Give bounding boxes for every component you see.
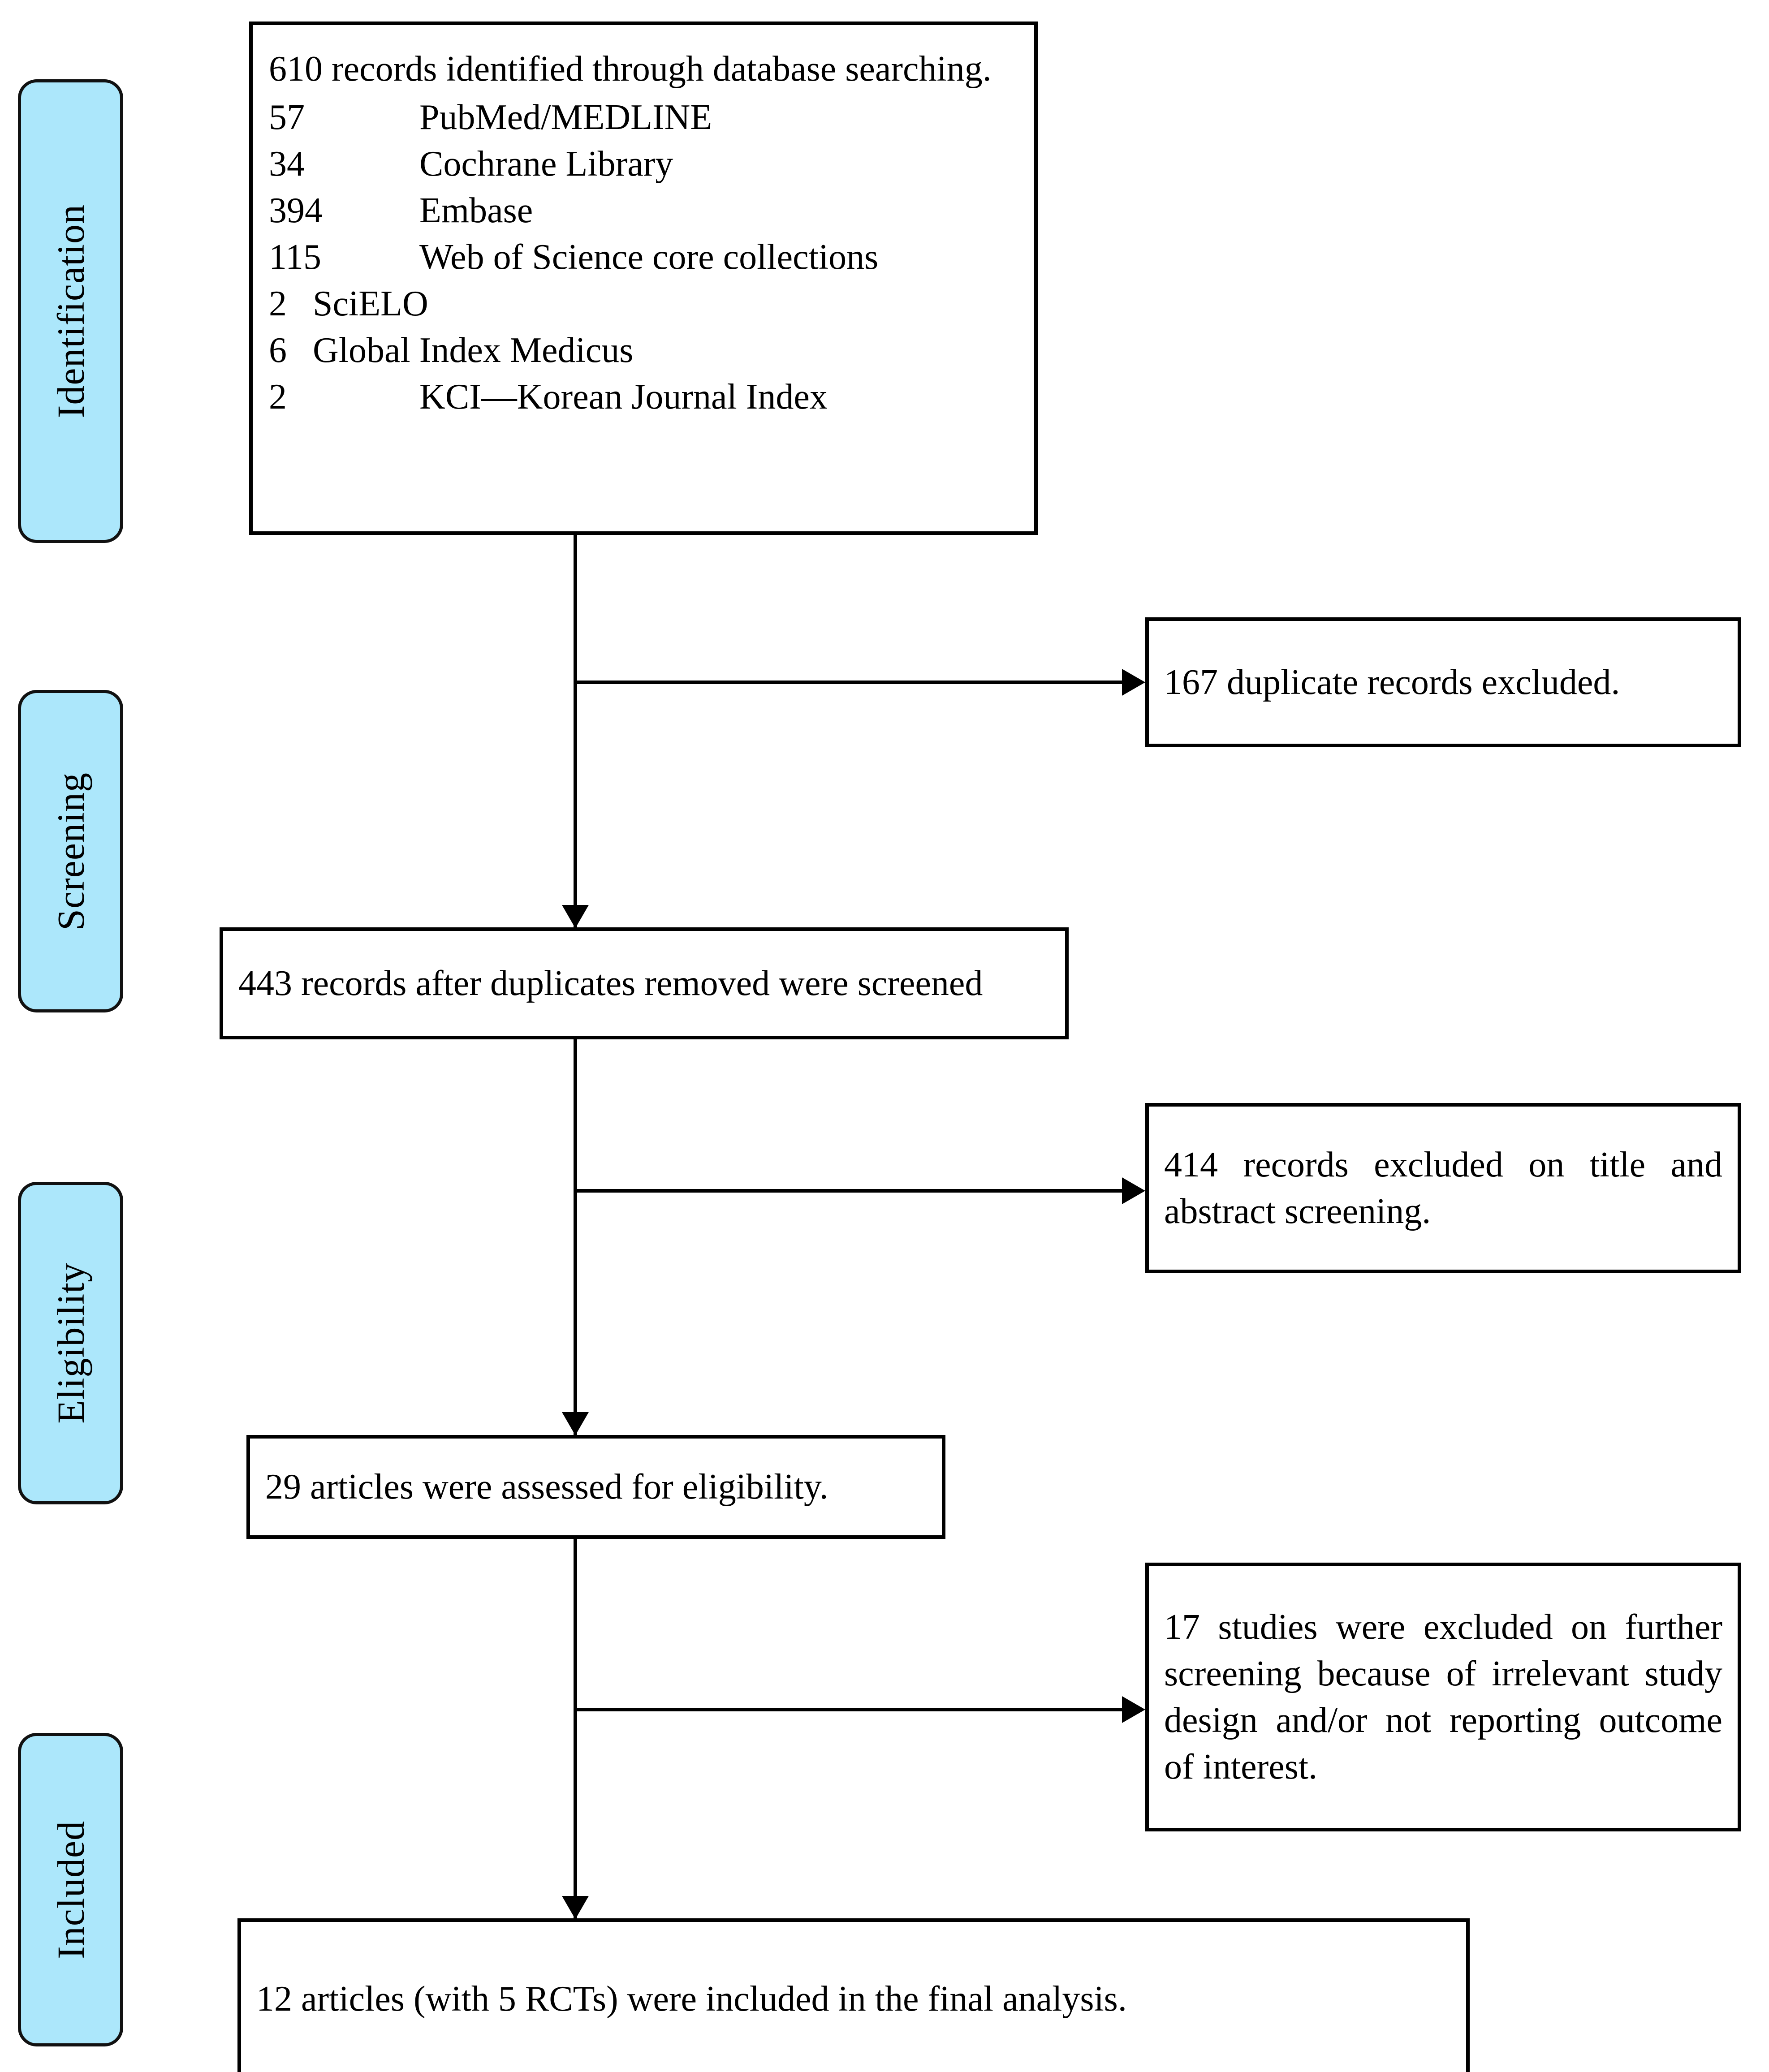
source-row: 2 KCI—Korean Journal Index <box>269 374 1034 420</box>
source-row: 115 Web of Science core collections <box>269 234 1034 280</box>
connector-to-duplicates-excluded <box>574 681 1125 684</box>
stage-box-included: Included <box>18 1733 123 2046</box>
stage-box-identification: Identification <box>18 79 123 543</box>
stage-box-screening: Screening <box>18 690 123 1012</box>
connector-to-further-excluded <box>574 1708 1125 1711</box>
articles-assessed-text: 29 articles were assessed for eligibilit… <box>265 1467 828 1507</box>
records-screened-text: 443 records after duplicates removed wer… <box>238 964 983 1003</box>
arrowhead-to-title-abstract-excluded <box>1122 1177 1145 1204</box>
arrowhead-to-further-excluded <box>1122 1696 1145 1723</box>
source-row: 394 Embase <box>269 187 1034 234</box>
arrowhead-to-records-screened <box>562 905 589 928</box>
arrowhead-to-articles-assessed <box>562 1412 589 1435</box>
stage-label-eligibility: Eligibility <box>49 1262 92 1424</box>
source-name: Global Index Medicus <box>313 331 634 370</box>
connector-screening-to-eligibility <box>574 1038 577 1437</box>
further-excluded-text: 17 studies were excluded on further scre… <box>1164 1607 1722 1787</box>
node-records-screened: 443 records after duplicates removed wer… <box>220 927 1069 1039</box>
included-final-text: 12 articles (with 5 RCTs) were included … <box>256 1979 1127 2019</box>
source-count: 115 <box>269 237 322 277</box>
records-identified-heading: 610 records identified through database … <box>269 49 992 89</box>
source-count: 2 <box>269 284 287 323</box>
source-name: Embase <box>419 191 533 230</box>
source-name: KCI—Korean Journal Index <box>419 377 828 417</box>
source-row: 57 PubMed/MEDLINE <box>269 94 1034 141</box>
node-further-excluded: 17 studies were excluded on further scre… <box>1145 1563 1741 1831</box>
source-name: Web of Science core collections <box>419 237 879 277</box>
source-count: 34 <box>269 144 305 184</box>
source-name: PubMed/MEDLINE <box>419 98 712 137</box>
stage-label-included: Included <box>49 1820 92 1959</box>
stage-label-screening: Screening <box>49 772 92 930</box>
source-count: 6 <box>269 331 287 370</box>
duplicates-excluded-text: 167 duplicate records excluded. <box>1164 663 1620 702</box>
source-count: 57 <box>269 98 305 137</box>
source-row: 34 Cochrane Library <box>269 141 1034 187</box>
title-abstract-excluded-text: 414 records excluded on title and abstra… <box>1164 1145 1722 1231</box>
connector-identification-to-screening <box>574 534 577 928</box>
node-title-abstract-excluded: 414 records excluded on title and abstra… <box>1145 1103 1741 1273</box>
connector-eligibility-to-included <box>574 1538 577 1921</box>
arrowhead-to-duplicates-excluded <box>1122 669 1145 696</box>
node-records-identified: 610 records identified through database … <box>249 22 1038 535</box>
stage-label-identification: Identification <box>49 204 92 418</box>
stage-box-eligibility: Eligibility <box>18 1182 123 1504</box>
arrowhead-to-included-final <box>562 1896 589 1919</box>
source-count: 2 <box>269 377 287 417</box>
connector-to-title-abstract-excluded <box>574 1189 1125 1193</box>
node-included-final: 12 articles (with 5 RCTs) were included … <box>237 1918 1470 2072</box>
node-duplicates-excluded: 167 duplicate records excluded. <box>1145 617 1741 747</box>
source-name: SciELO <box>313 284 428 323</box>
source-row: 6 Global Index Medicus <box>269 327 1034 374</box>
source-row: 2 SciELO <box>269 280 1034 327</box>
source-name: Cochrane Library <box>419 144 673 184</box>
source-count: 394 <box>269 191 323 230</box>
node-articles-assessed: 29 articles were assessed for eligibilit… <box>246 1435 945 1539</box>
